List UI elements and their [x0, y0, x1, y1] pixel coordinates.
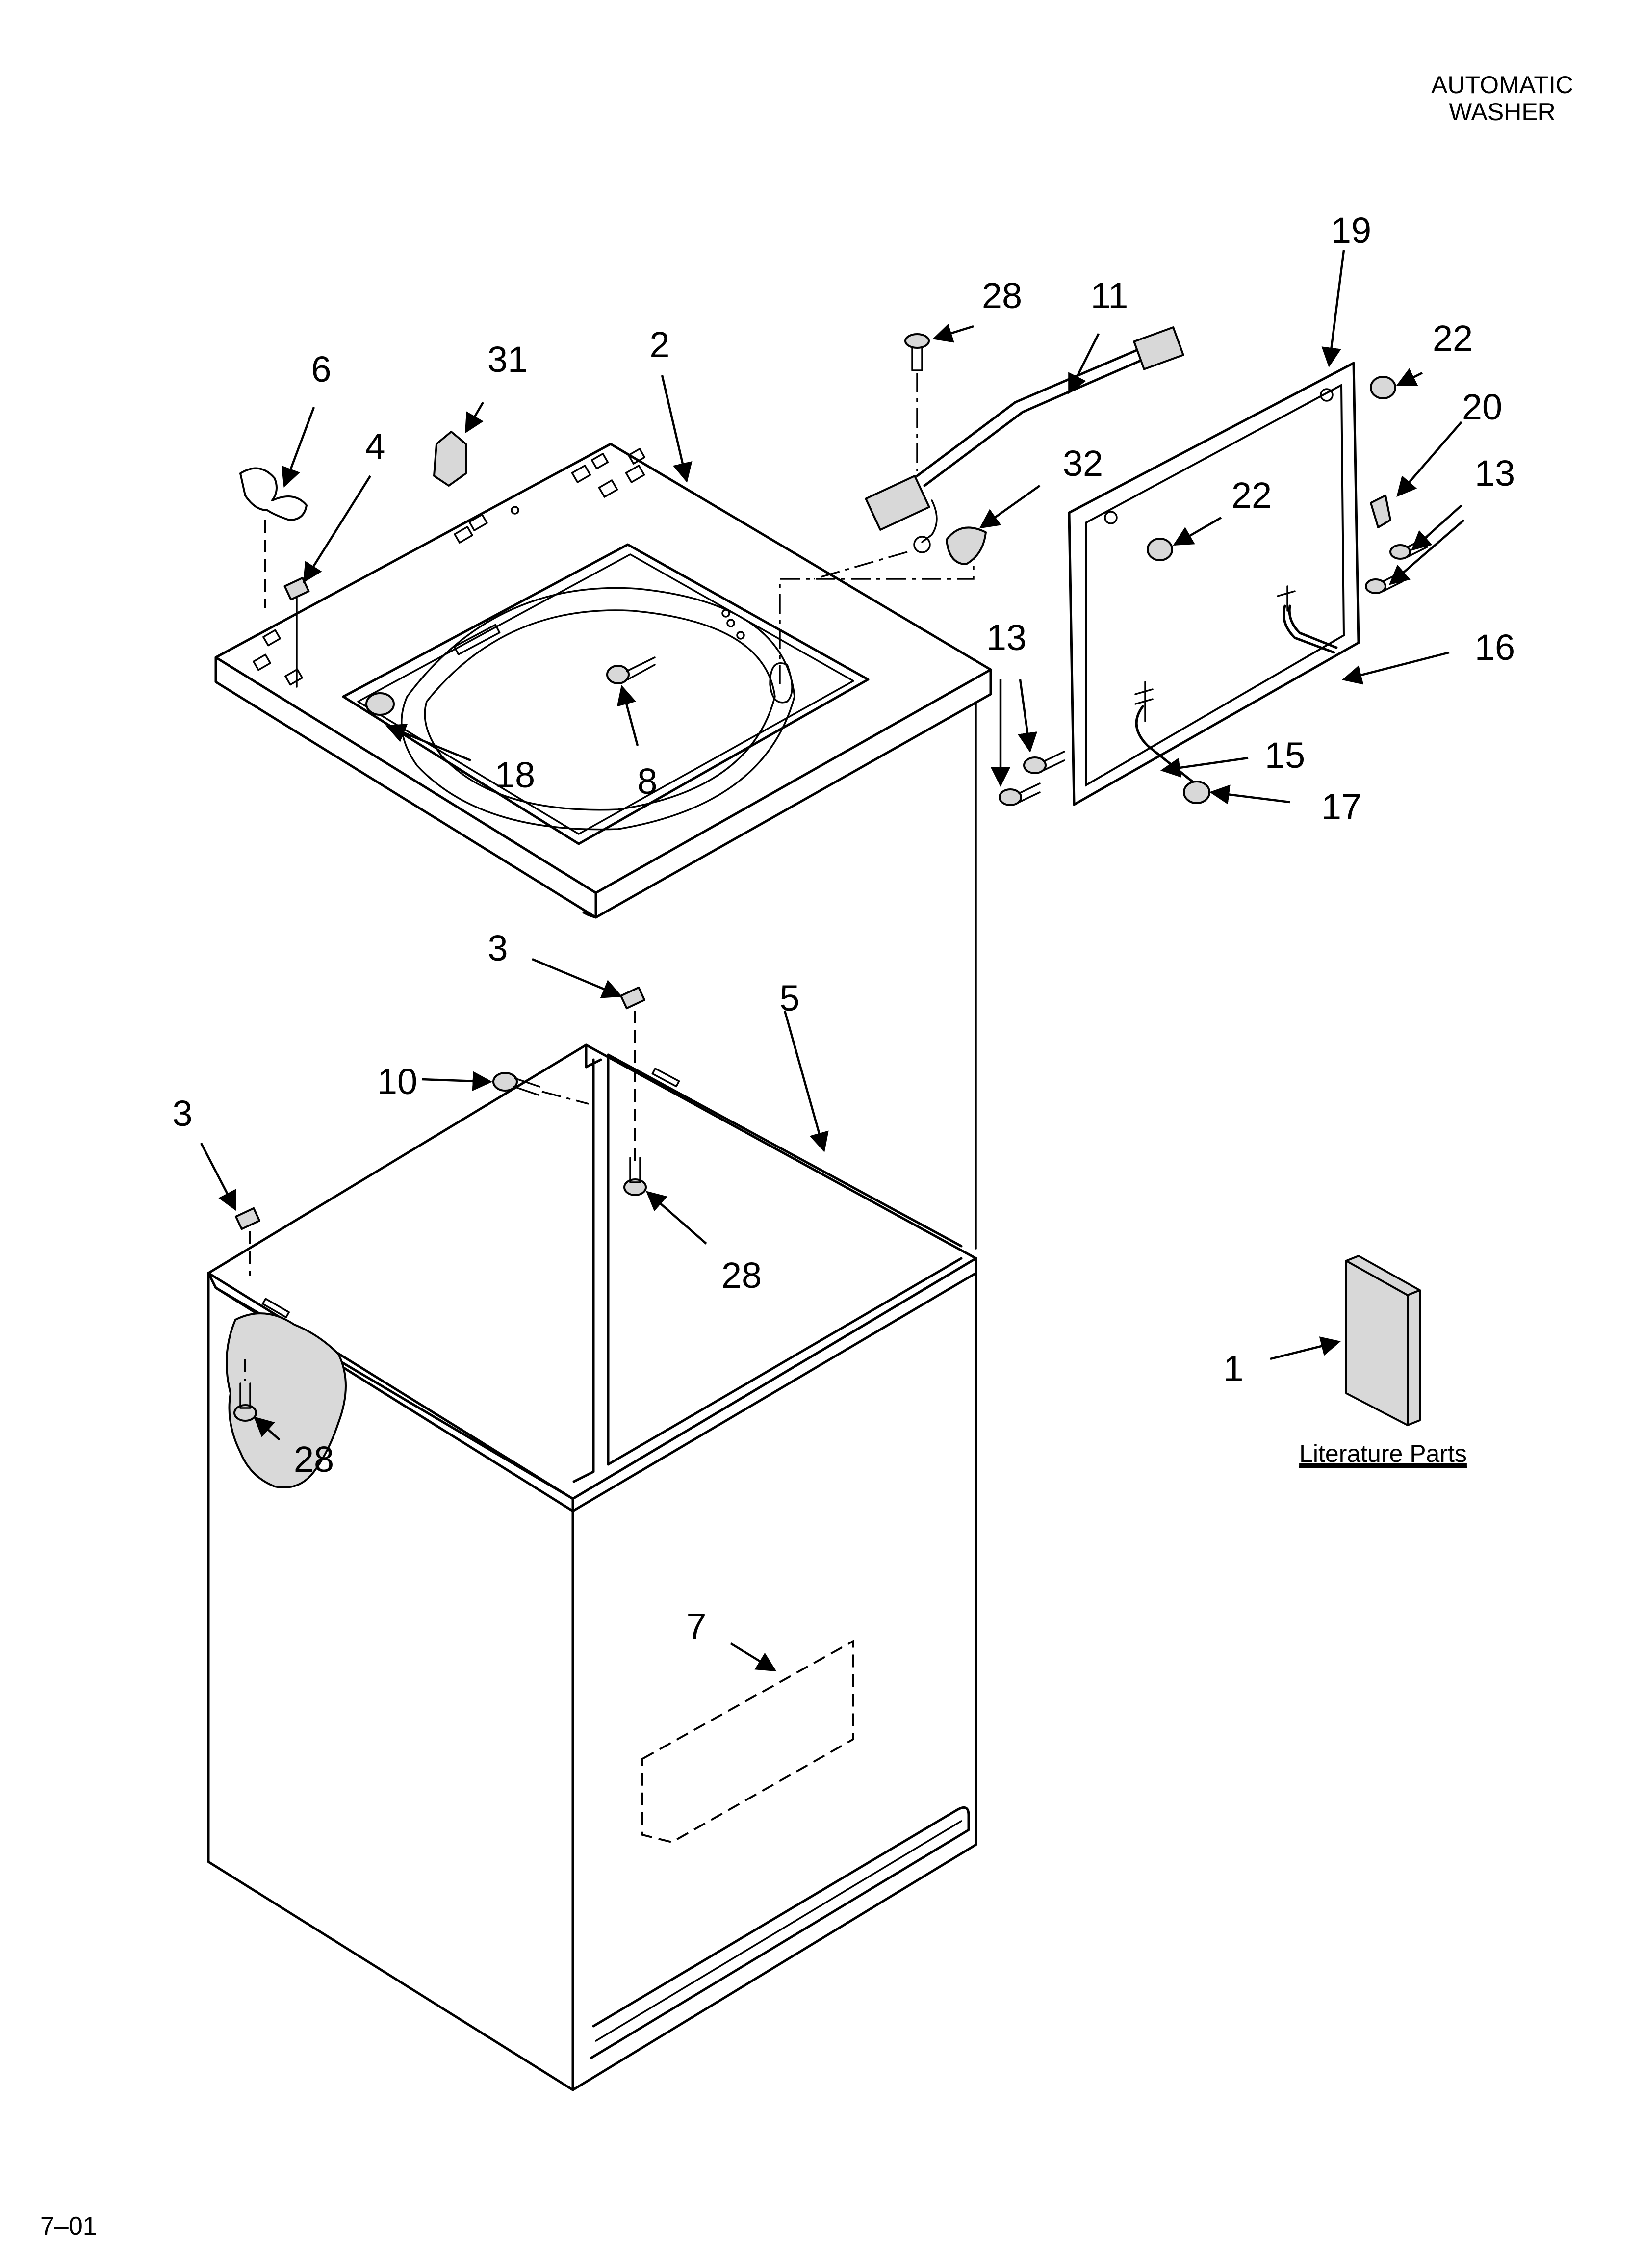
plug-part-22a [1370, 376, 1396, 399]
hidden-panel-outline [641, 1639, 854, 1844]
literature-booklet [1345, 1255, 1421, 1426]
header-line-1: AUTOMATIC [1431, 71, 1573, 99]
cabinet-front-lip [590, 1806, 970, 2059]
callout-18: 18 [495, 755, 535, 795]
tub-ring [401, 587, 795, 831]
cabinet-right-face [571, 1257, 977, 2091]
screw-part-28-cabinet [623, 1157, 647, 1196]
callout-22-top: 22 [1433, 318, 1473, 359]
callout-17: 17 [1321, 786, 1361, 827]
callout-10: 10 [377, 1061, 417, 1102]
callout-28-top: 28 [982, 275, 1022, 316]
switch-cover-part [946, 526, 987, 565]
callout-31: 31 [487, 339, 528, 380]
callout-1: 1 [1223, 1348, 1243, 1389]
header-line-2: WASHER [1449, 98, 1556, 126]
bracket-part-20 [1370, 495, 1391, 528]
callout-4: 4 [365, 426, 385, 467]
clip-part-3b [234, 1207, 261, 1230]
callout-13-right: 13 [1475, 453, 1515, 494]
footer-code: 7–01 [40, 2212, 97, 2241]
callout-3-left: 3 [172, 1093, 192, 1134]
cabinet-rim-right [607, 1257, 963, 1466]
nut-part [283, 576, 310, 601]
connector-part-17 [1183, 781, 1210, 804]
callout-19: 19 [1331, 210, 1371, 251]
callout-11: 11 [1091, 275, 1129, 316]
callout-13-left: 13 [986, 617, 1026, 658]
literature-caption: Literature Parts [1299, 1440, 1467, 1467]
screw-part-28-top [904, 333, 930, 471]
clip-part [239, 467, 308, 521]
cabinet [207, 696, 977, 2091]
bumper-part [365, 692, 395, 716]
callout-28-cabinet: 28 [721, 1255, 762, 1296]
callout-28-cutaway: 28 [294, 1439, 334, 1480]
console-frame [1068, 362, 1360, 806]
lid-right-edge [594, 668, 992, 919]
callout-20: 20 [1462, 387, 1502, 427]
callout-8: 8 [637, 761, 657, 802]
leaders [200, 250, 1465, 1672]
cutaway-patch [226, 1312, 347, 1488]
callout-22-mid: 22 [1232, 475, 1272, 516]
screw-part-28-cutaway [233, 1359, 257, 1422]
callout-6: 6 [311, 349, 331, 390]
callout-15: 15 [1265, 735, 1305, 776]
callout-5: 5 [779, 978, 799, 1018]
clip-part-3a [619, 986, 646, 1010]
plug-part-22b [1147, 538, 1173, 561]
callout-32: 32 [1063, 443, 1103, 484]
callout-3-top: 3 [487, 928, 508, 968]
strap-part [433, 431, 467, 487]
screw-part-10 [492, 1072, 589, 1105]
callout-2: 2 [649, 324, 669, 365]
callout-7: 7 [686, 1606, 706, 1646]
screw-part-8 [606, 656, 656, 684]
cabinet-front-lip-inner [595, 1820, 962, 2042]
top-lid [214, 443, 992, 919]
lid-switch-harness [865, 326, 1184, 553]
callout-16: 16 [1475, 627, 1515, 668]
